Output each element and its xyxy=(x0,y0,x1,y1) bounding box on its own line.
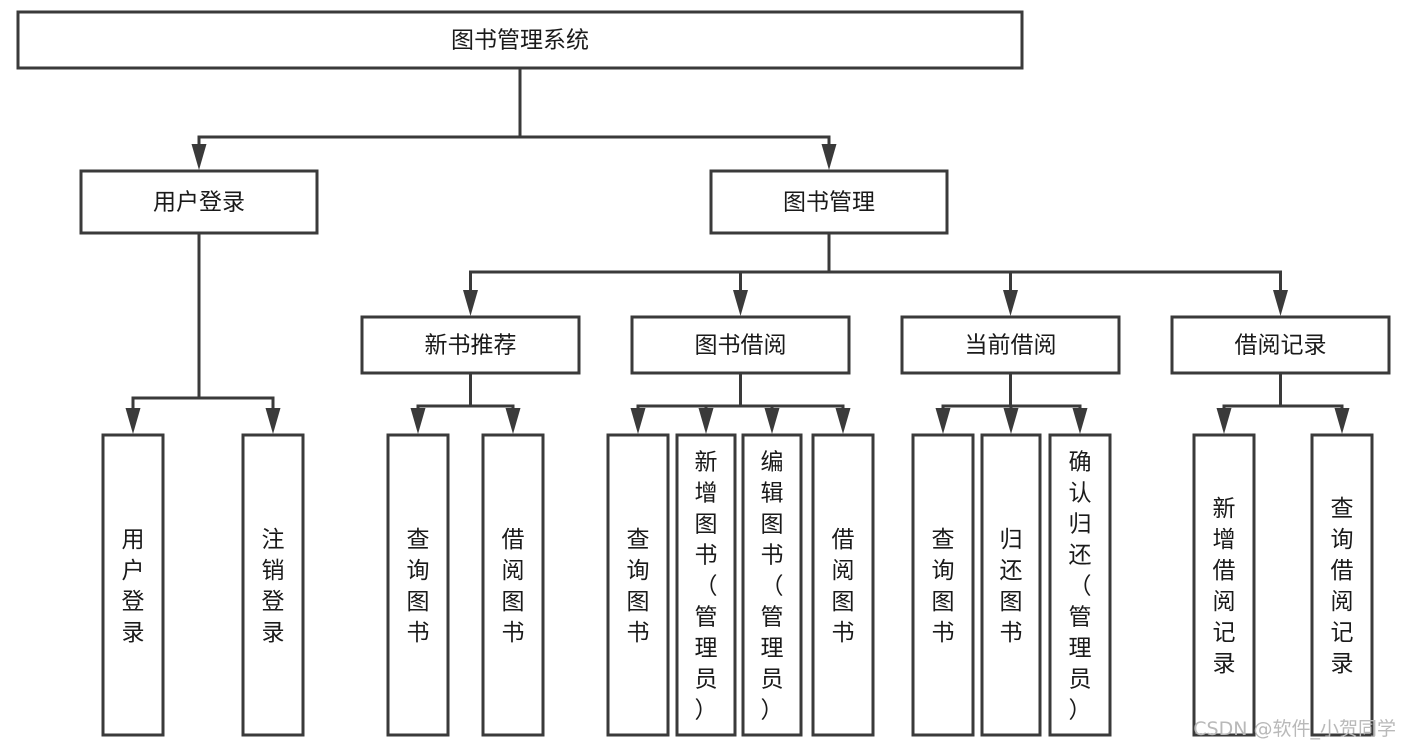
node-box[interactable] xyxy=(980,433,1042,737)
arrow-head-icon xyxy=(835,408,851,434)
node-l3-e1[interactable]: 新增借阅记录 xyxy=(1192,433,1256,737)
node-box[interactable] xyxy=(811,433,875,737)
node-box[interactable] xyxy=(675,433,737,737)
arrow-head-icon xyxy=(733,290,748,316)
node-label: 注销登录 xyxy=(262,527,285,646)
node-l3-d3[interactable]: 确认归还（管理员） xyxy=(1048,433,1112,737)
node-label: 用户登录 xyxy=(153,190,245,216)
node-layer: 图书管理系统用户登录图书管理新书推荐图书借阅当前借阅借阅记录用户登录注销登录查询… xyxy=(16,10,1391,737)
node-label: 图书借阅 xyxy=(695,333,787,359)
node-label: 借阅图书 xyxy=(832,527,855,646)
node-box[interactable] xyxy=(911,433,975,737)
arrow-head-icon xyxy=(463,290,478,316)
arrow-head-icon xyxy=(1216,408,1232,434)
node-l2-borrow[interactable]: 图书借阅 xyxy=(630,315,851,375)
connector-layer xyxy=(125,66,1350,434)
node-box[interactable] xyxy=(101,433,165,737)
node-box[interactable] xyxy=(709,169,949,235)
node-l3-d2[interactable]: 归还图书 xyxy=(980,433,1042,737)
node-box[interactable] xyxy=(481,433,545,737)
arrow-head-icon xyxy=(505,408,521,434)
node-label: 借阅图书 xyxy=(502,527,525,646)
node-l1-login[interactable]: 用户登录 xyxy=(79,169,319,235)
arrow-head-icon xyxy=(630,408,646,434)
node-box[interactable] xyxy=(360,315,581,375)
csdn-watermark: CSDN @软件_小贺同学 xyxy=(1193,718,1396,740)
node-box[interactable] xyxy=(241,433,305,737)
node-box[interactable] xyxy=(386,433,450,737)
node-label: 查询图书 xyxy=(407,527,430,646)
arrow-head-icon xyxy=(125,408,141,434)
arrow-head-icon xyxy=(698,408,714,434)
node-label: 图书管理系统 xyxy=(451,28,589,54)
node-box[interactable] xyxy=(1310,433,1374,737)
node-l3-c1[interactable]: 查询图书 xyxy=(606,433,670,737)
node-label: 编辑图书（管理员） xyxy=(761,450,784,724)
node-box[interactable] xyxy=(741,433,803,737)
node-label: 查询图书 xyxy=(627,527,650,646)
node-l3-d1[interactable]: 查询图书 xyxy=(911,433,975,737)
node-l2-record[interactable]: 借阅记录 xyxy=(1170,315,1391,375)
arrow-head-icon xyxy=(410,408,426,434)
node-box[interactable] xyxy=(1048,433,1112,737)
node-l3-b1[interactable]: 查询图书 xyxy=(386,433,450,737)
node-box[interactable] xyxy=(606,433,670,737)
node-box[interactable] xyxy=(900,315,1121,375)
node-box[interactable] xyxy=(630,315,851,375)
node-l3-a1[interactable]: 用户登录 xyxy=(101,433,165,737)
node-l2-new[interactable]: 新书推荐 xyxy=(360,315,581,375)
arrow-head-icon xyxy=(191,144,207,170)
node-label: 图书管理 xyxy=(783,190,875,216)
node-box[interactable] xyxy=(79,169,319,235)
node-l1-book[interactable]: 图书管理 xyxy=(709,169,949,235)
node-l3-c4[interactable]: 借阅图书 xyxy=(811,433,875,737)
arrow-head-icon xyxy=(1334,408,1350,434)
node-box[interactable] xyxy=(16,10,1024,70)
node-l3-c3[interactable]: 编辑图书（管理员） xyxy=(741,433,803,737)
node-label: 新增图书（管理员） xyxy=(695,450,718,724)
arrow-head-icon xyxy=(1003,408,1019,434)
node-l2-current[interactable]: 当前借阅 xyxy=(900,315,1121,375)
node-label: 确认归还（管理员） xyxy=(1069,450,1092,724)
node-l3-e2[interactable]: 查询借阅记录 xyxy=(1310,433,1374,737)
node-label: 当前借阅 xyxy=(965,333,1057,359)
node-root[interactable]: 图书管理系统 xyxy=(16,10,1024,70)
node-l3-a2[interactable]: 注销登录 xyxy=(241,433,305,737)
arrow-head-icon xyxy=(821,144,837,170)
arrow-head-icon xyxy=(764,408,780,434)
arrow-head-icon xyxy=(1273,290,1288,316)
node-box[interactable] xyxy=(1170,315,1391,375)
node-box[interactable] xyxy=(1192,433,1256,737)
node-label: 借阅记录 xyxy=(1235,333,1327,359)
node-label: 查询借阅记录 xyxy=(1331,496,1354,677)
arrow-head-icon xyxy=(265,408,281,434)
node-l3-b2[interactable]: 借阅图书 xyxy=(481,433,545,737)
node-label: 用户登录 xyxy=(122,527,145,646)
node-label: 新增借阅记录 xyxy=(1213,496,1236,677)
node-label: 查询图书 xyxy=(932,527,955,646)
arrow-head-icon xyxy=(1003,290,1018,316)
node-label: 归还图书 xyxy=(1000,527,1023,646)
node-l3-c2[interactable]: 新增图书（管理员） xyxy=(675,433,737,737)
arrow-head-icon xyxy=(1072,408,1088,434)
node-label: 新书推荐 xyxy=(425,333,517,359)
arrow-head-icon xyxy=(935,408,951,434)
